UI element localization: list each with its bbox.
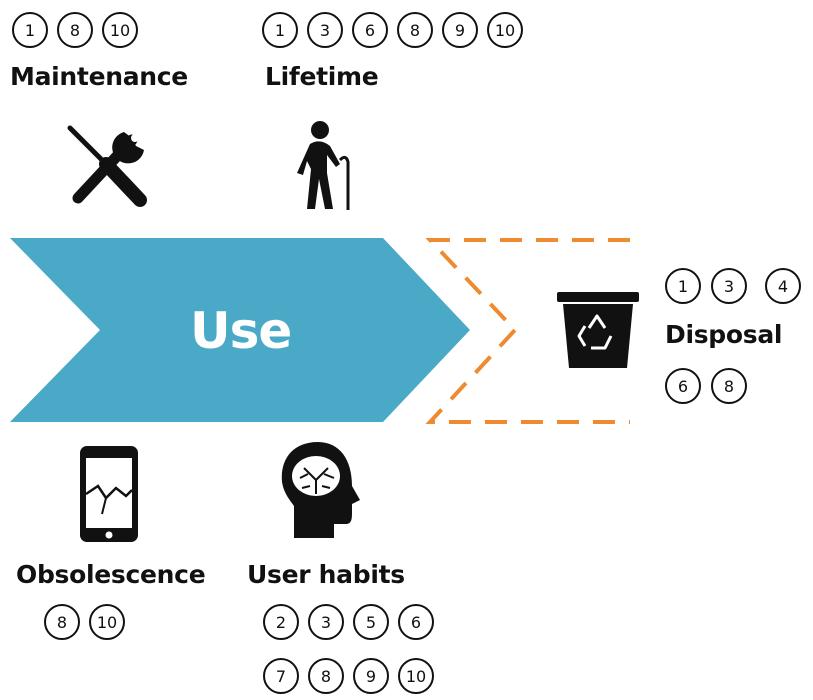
ref-badge: 1 [12,12,48,48]
ref-badge: 10 [398,658,434,694]
ref-badge: 6 [665,368,701,404]
ref-badge: 3 [307,12,343,48]
ref-badge: 8 [57,12,93,48]
ref-badge: 10 [487,12,523,48]
ref-badge: 2 [263,604,299,640]
ref-badge: 3 [308,604,344,640]
ref-badge: 8 [308,658,344,694]
disposal-refs-bottom: 6 8 [665,368,747,404]
ref-badge: 6 [352,12,388,48]
ref-badge: 8 [44,604,80,640]
elderly-person-cane-icon [290,120,354,212]
ref-badge: 1 [262,12,298,48]
lifetime-refs: 1 3 6 8 9 10 [262,12,523,48]
obsolescence-label: Obsolescence [16,560,206,589]
ref-badge: 10 [102,12,138,48]
obsolescence-refs: 8 10 [44,604,125,640]
brain-head-icon [278,440,364,540]
user-habits-label: User habits [247,560,405,589]
ref-badge: 4 [765,268,801,304]
wrench-screwdriver-icon [62,122,152,210]
ref-badge: 9 [442,12,478,48]
disposal-dashed-outline [425,238,630,424]
ref-badge: 8 [711,368,747,404]
ref-badge: 5 [353,604,389,640]
recycle-bin-icon [555,290,641,370]
ref-badge: 1 [665,268,701,304]
user-habits-refs-row1: 2 3 5 6 [263,604,434,640]
disposal-refs-top: 1 3 4 [665,268,801,304]
ref-badge: 8 [397,12,433,48]
disposal-label: Disposal [665,320,783,349]
broken-phone-icon [78,444,140,544]
maintenance-label: Maintenance [10,62,188,91]
use-chevron [10,238,470,422]
ref-badge: 3 [711,268,747,304]
lifetime-label: Lifetime [265,62,379,91]
maintenance-refs: 1 8 10 [12,12,138,48]
ref-badge: 7 [263,658,299,694]
ref-badge: 10 [89,604,125,640]
ref-badge: 6 [398,604,434,640]
ref-badge: 9 [353,658,389,694]
use-label: Use [190,302,292,360]
user-habits-refs-row2: 7 8 9 10 [263,658,434,694]
